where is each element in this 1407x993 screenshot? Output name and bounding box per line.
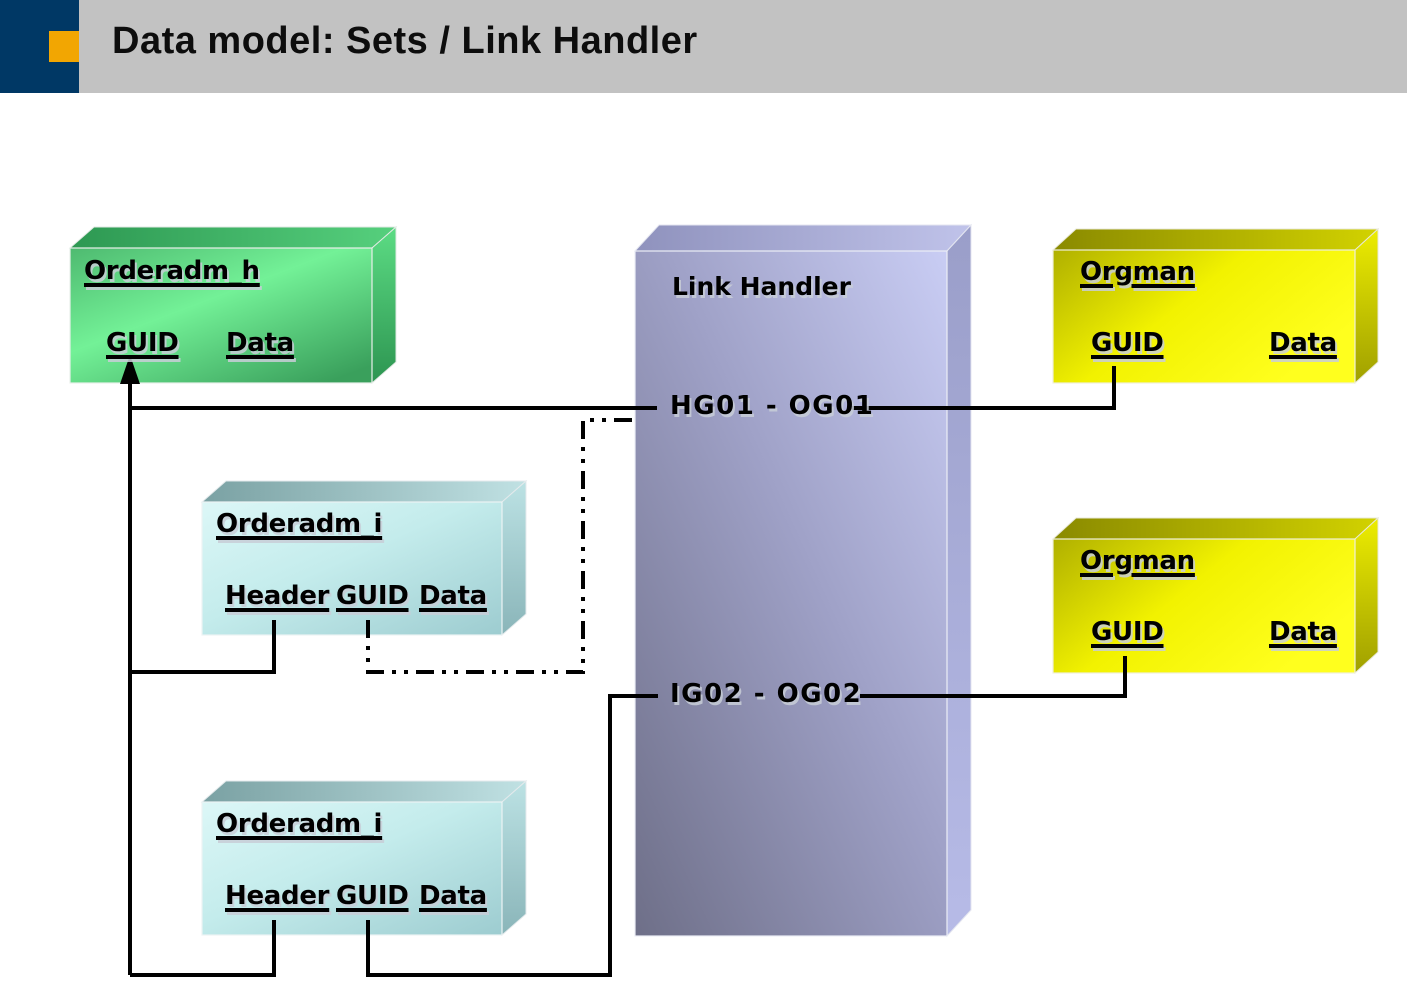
connector-orderadmi-top-guid-dashdot [366,418,634,674]
connector-orderadmi-bottom-guid-to-ig02 [366,694,658,977]
orgman-top-box [1051,227,1380,385]
orderadm-i-top-field-guid: GUID [336,581,409,611]
orderadm-i-bottom-box-top-face [200,780,528,803]
orgman-bottom-field-data: Data [1269,617,1337,647]
link-handler-box-front-face [634,250,948,937]
orderadm-i-bottom-field-data: Data [419,881,487,911]
arrowhead-to-orderadmh-guid [120,355,140,384]
orderadm-i-bottom-title: Orderadm_i [216,809,383,839]
orderadm-i-top-field-header: Header [225,581,330,611]
orderadm-i-bottom-box [200,779,528,937]
orderadm-i-top-title: Orderadm_i [216,509,383,539]
orderadm-h-box-side-face [371,225,397,385]
connector-orderadmi-top-header [130,620,276,674]
orgman-top-field-guid: GUID [1091,328,1164,358]
orderadm-i-top-box-front-face [201,501,503,636]
orgman-bottom-title: Orgman [1080,546,1195,576]
orderadm-h-box-front-face [69,247,373,384]
orgman-bottom-box-top-face [1051,517,1380,540]
orgman-top-field-data: Data [1269,328,1337,358]
orgman-bottom-field-guid: GUID [1091,617,1164,647]
orgman-bottom-box-side-face [1354,516,1379,675]
orderadm-h-field-guid: GUID [106,328,179,358]
link-label-hg01-og01: HG01 - OG01 [670,391,875,421]
connector-og02-to-orgman-bottom-guid [860,656,1127,698]
orgman-top-title: Orgman [1080,257,1195,287]
link-label-ig02-og02: IG02 - OG02 [670,679,863,709]
link-handler-box-top-face [633,224,973,252]
orgman-bottom-box-front-face [1052,538,1356,674]
link-handler-title: Link Handler [672,272,851,301]
orgman-bottom-box [1051,516,1380,675]
link-handler-box-side-face [946,223,972,938]
orderadm-h-title: Orderadm_h [84,256,260,286]
orderadm-i-top-box [200,479,528,637]
connector-orderadmi-bottom-header [130,920,276,977]
slide-title: Data model: Sets / Link Handler [112,20,698,62]
link-handler-box [633,223,973,938]
header-bar: Data model: Sets / Link Handler [0,0,1407,93]
orderadm-h-field-data: Data [226,328,294,358]
orderadm-h-box-top-face [68,226,398,249]
orderadm-i-bottom-box-side-face [501,779,527,937]
orderadm-i-top-box-side-face [501,479,527,637]
orderadm-i-top-field-data: Data [419,581,487,611]
orgman-top-box-front-face [1052,249,1356,384]
orderadm-i-bottom-field-header: Header [225,881,330,911]
orderadm-i-bottom-field-guid: GUID [336,881,409,911]
orgman-top-box-top-face [1051,228,1380,251]
logo-orange-square [49,31,79,62]
orderadm-i-bottom-box-front-face [201,801,503,936]
orgman-top-box-side-face [1354,227,1379,385]
orderadm-i-top-box-top-face [200,480,528,503]
orderadm-h-box [68,225,398,385]
connector-og01-to-orgman-top-guid [850,366,1116,410]
